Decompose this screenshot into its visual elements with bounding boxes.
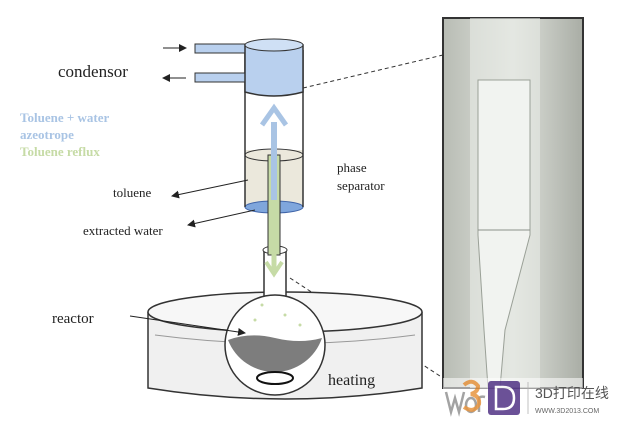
azeotrope-arrowhead bbox=[259, 103, 289, 127]
reactor-label: reactor bbox=[52, 311, 94, 327]
watermark-url: WWW.3D2013.COM bbox=[535, 408, 599, 415]
legend-azeotrope-line2: azeotrope bbox=[20, 127, 74, 142]
zoom-line-top bbox=[302, 54, 444, 89]
phase-separator-label-1: phase bbox=[337, 160, 367, 175]
heating-label: heating bbox=[328, 372, 375, 389]
toluene-label: toluene bbox=[113, 185, 151, 200]
phase-separator-label-2: separator bbox=[337, 178, 385, 193]
legend-azeotrope-line1: Toluene + water bbox=[20, 110, 109, 125]
legend-reflux: Toluene reflux bbox=[20, 144, 100, 159]
extracted-water-label: extracted water bbox=[83, 223, 163, 238]
condensor-label: condensor bbox=[58, 62, 128, 81]
watermark-brand: 3D打印在线 bbox=[535, 385, 609, 401]
watermark-logo bbox=[443, 378, 583, 417]
condenser bbox=[162, 38, 304, 97]
photo-panel bbox=[442, 17, 584, 389]
reflux-arrowhead bbox=[264, 260, 284, 278]
